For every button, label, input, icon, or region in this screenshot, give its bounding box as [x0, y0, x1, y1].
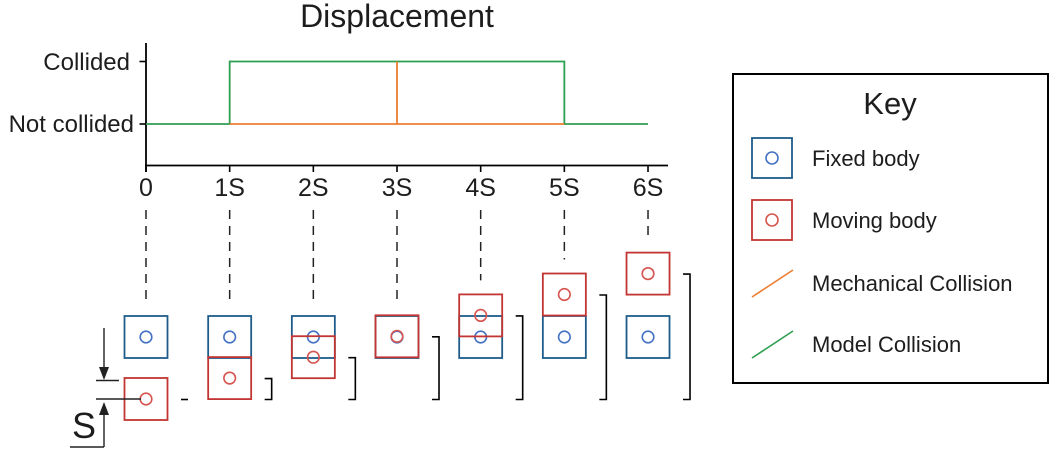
fixed-body-swatch-circle	[765, 151, 779, 165]
x-tick-label-2S: 2S	[298, 174, 329, 202]
chart-series	[146, 60, 649, 125]
moving-body-box	[290, 335, 336, 380]
x-tick-label-1S: 1S	[214, 174, 245, 202]
key-item-label-fixed-body: Fixed body	[812, 146, 920, 171]
moving-body-box	[541, 272, 587, 317]
displacement-bracket-4S	[515, 315, 524, 401]
fixed-body-box	[374, 315, 420, 359]
moving-body-swatch-icon	[751, 199, 793, 241]
fixed-body-circle	[223, 330, 237, 344]
x-tick-label-4S: 4S	[465, 174, 496, 202]
timeline-bodies	[123, 210, 691, 421]
moving-body-circle	[223, 371, 237, 385]
up-arrow-icon	[99, 402, 109, 415]
fixed-body-swatch-icon	[751, 137, 793, 179]
displacement-bracket-6S	[683, 273, 691, 401]
fixed-body-box	[625, 315, 671, 359]
key-title: Key	[863, 86, 917, 121]
fixed-body-box	[207, 315, 253, 359]
y-axis-label-not-collided: Not collided	[9, 111, 134, 138]
moving-body-circle	[557, 287, 571, 302]
key-item-label-mechanical-collision: Mechanical Collision	[812, 271, 1013, 296]
fixed-body-circle	[139, 330, 153, 344]
moving-body-circle	[390, 329, 404, 343]
model-collision-swatch-line-icon	[751, 330, 794, 359]
x-tick-label-6S: 6S	[633, 174, 664, 202]
x-tick-label-5S: 5S	[549, 174, 580, 202]
displacement-bracket-2S	[348, 356, 357, 401]
mechanical-collision-swatch-line-icon	[751, 269, 794, 298]
moving-body-swatch-circle	[765, 213, 779, 227]
moving-body-box	[458, 293, 504, 338]
fixed-body-circle	[557, 330, 571, 344]
moving-body-circle	[641, 267, 655, 281]
down-arrow-icon	[99, 367, 109, 380]
moving-body-circle	[306, 350, 320, 364]
moving-body-box	[374, 314, 420, 359]
fixed-body-circle	[641, 330, 655, 344]
displacement-bracket-3S	[432, 336, 440, 401]
displacement-bracket-1S	[264, 377, 273, 401]
chart-title: Displacement	[300, 0, 494, 34]
moving-body-box	[625, 251, 671, 296]
displacement-bracket-5S	[599, 294, 608, 401]
s-dimension-label: S	[72, 405, 96, 446]
key-item-label-model-collision: Model Collision	[812, 332, 961, 357]
moving-body-box	[207, 356, 253, 401]
fixed-body-box	[123, 315, 169, 359]
moving-body-circle	[139, 392, 153, 406]
moving-body-circle	[474, 308, 488, 323]
mechanical-collision-series-line	[229, 61, 565, 125]
s-dimension-annotation: S	[70, 328, 141, 448]
x-axis-ticks: 0 1S 2S 3S 4S 5S 6S	[139, 165, 664, 202]
key-box	[732, 73, 1049, 384]
x-tick-label-0: 0	[139, 174, 153, 202]
key-item-label-moving-body: Moving body	[812, 208, 937, 233]
x-tick-label-3S: 3S	[382, 174, 413, 202]
y-axis-label-collided: Collided	[43, 49, 130, 76]
fixed-body-box	[541, 315, 587, 359]
